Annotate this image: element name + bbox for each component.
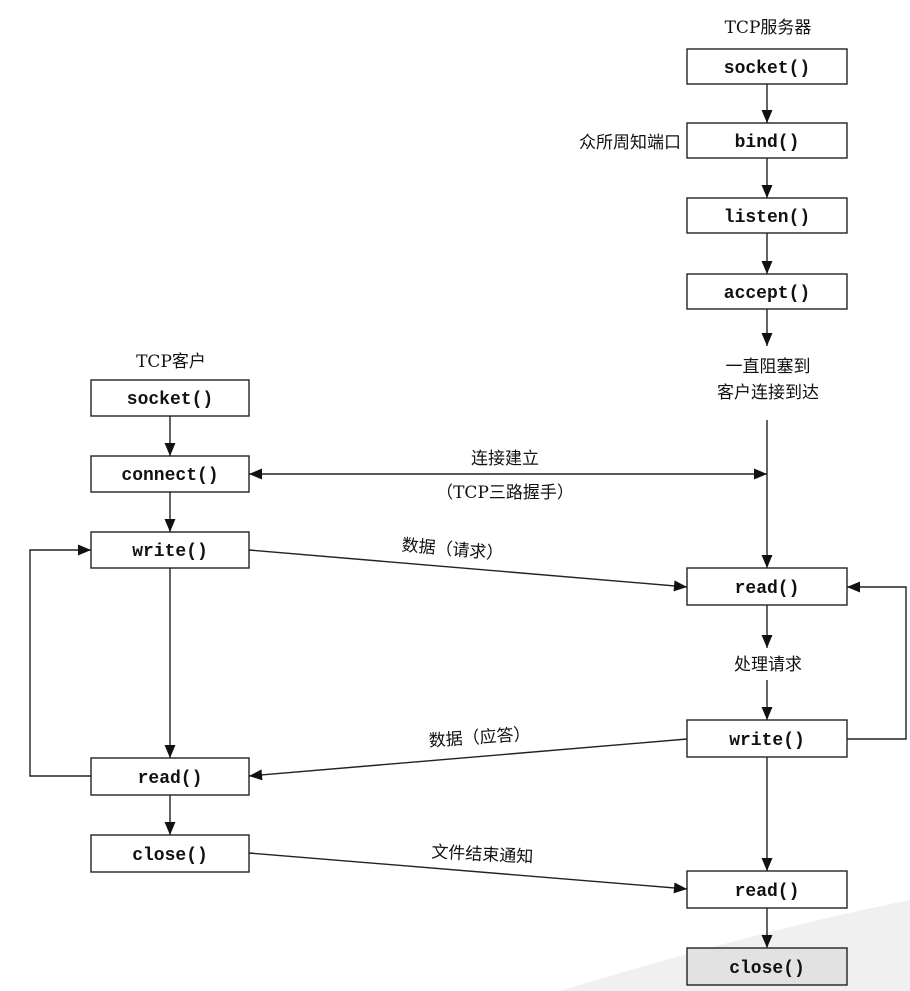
reply-data-label: 数据（应答）	[428, 724, 531, 751]
server-read2-box: read()	[686, 870, 848, 909]
server-loop-arrow	[847, 586, 907, 740]
client-write-label: write()	[132, 542, 208, 562]
client-connect-box: connect()	[90, 455, 250, 493]
client-write-to-read-arrow-end-head	[164, 745, 176, 758]
server-close-label: close()	[729, 959, 805, 979]
server-bind-to-listen-arrow-end-head	[761, 185, 773, 198]
eof-notification-arrow	[248, 852, 688, 890]
request-data-label: 数据（请求）	[401, 536, 504, 565]
server-socket-to-bind-arrow-end-head	[761, 110, 773, 123]
server-block-to-read-arrow-end-head	[761, 555, 773, 568]
server-bind-label: bind()	[735, 133, 800, 153]
block-label-line2: 客户连接到达	[717, 383, 819, 403]
client-socket-label: socket()	[127, 390, 213, 410]
server-socket-box: socket()	[686, 48, 848, 85]
eof-notification-label: 文件结束通知	[431, 842, 534, 867]
server-read2-label: read()	[735, 882, 800, 902]
server-read2-to-close-arrow-end-head	[761, 935, 773, 948]
server-read-to-process-arrow-end-head	[761, 635, 773, 648]
server-write-box: write()	[686, 719, 848, 758]
arrow-layer	[29, 84, 907, 948]
server-read-label: read()	[735, 579, 800, 599]
server-accept-to-block-arrow-end-head	[761, 333, 773, 346]
server-title: TCP服务器	[725, 18, 812, 38]
connection-handshake-arrow-end-head	[754, 468, 767, 480]
eof-notification-arrow-end-head	[673, 882, 687, 894]
client-read-to-close-arrow-end-head	[164, 822, 176, 835]
server-listen-box: listen()	[686, 197, 848, 234]
process-request-label: 处理请求	[734, 655, 802, 675]
server-listen-to-accept-arrow-end-head	[761, 261, 773, 274]
client-read-box: read()	[90, 757, 250, 796]
client-socket-to-connect-arrow-end-head	[164, 443, 176, 456]
well-known-port-label: 众所周知端口	[579, 133, 681, 153]
client-loop-arrow	[29, 549, 91, 777]
client-connect-label: connect()	[121, 466, 218, 486]
client-write-box: write()	[90, 531, 250, 569]
client-close-label: close()	[132, 846, 208, 866]
server-write-to-read2-arrow-end-head	[761, 858, 773, 871]
server-close-box: close()	[686, 947, 848, 986]
connection-handshake-arrow-start-head	[249, 468, 262, 480]
client-read-label: read()	[138, 769, 203, 789]
client-close-box: close()	[90, 834, 250, 873]
request-data-arrow-end-head	[673, 580, 687, 592]
server-process-to-write-arrow-end-head	[761, 707, 773, 720]
server-write-label: write()	[729, 731, 805, 751]
server-read-box: read()	[686, 567, 848, 606]
server-bind-box: bind()	[686, 122, 848, 159]
reply-data-arrow-end-head	[249, 769, 263, 781]
request-data-arrow	[248, 549, 688, 588]
connection-established-label: 连接建立	[471, 449, 539, 469]
server-socket-label: socket()	[724, 59, 810, 79]
client-socket-box: socket()	[90, 379, 250, 417]
server-listen-label: listen()	[724, 208, 810, 228]
server-accept-label: accept()	[724, 284, 810, 304]
client-title: TCP客户	[136, 352, 206, 372]
client-loop-arrow-end-head	[78, 544, 91, 556]
server-accept-box: accept()	[686, 273, 848, 310]
three-way-handshake-label: （TCP三路握手）	[436, 483, 574, 503]
block-label-line1: 一直阻塞到	[726, 357, 811, 377]
reply-data-arrow	[248, 738, 688, 777]
server-loop-arrow-end-head	[847, 581, 860, 593]
client-connect-to-write-arrow-end-head	[164, 519, 176, 532]
